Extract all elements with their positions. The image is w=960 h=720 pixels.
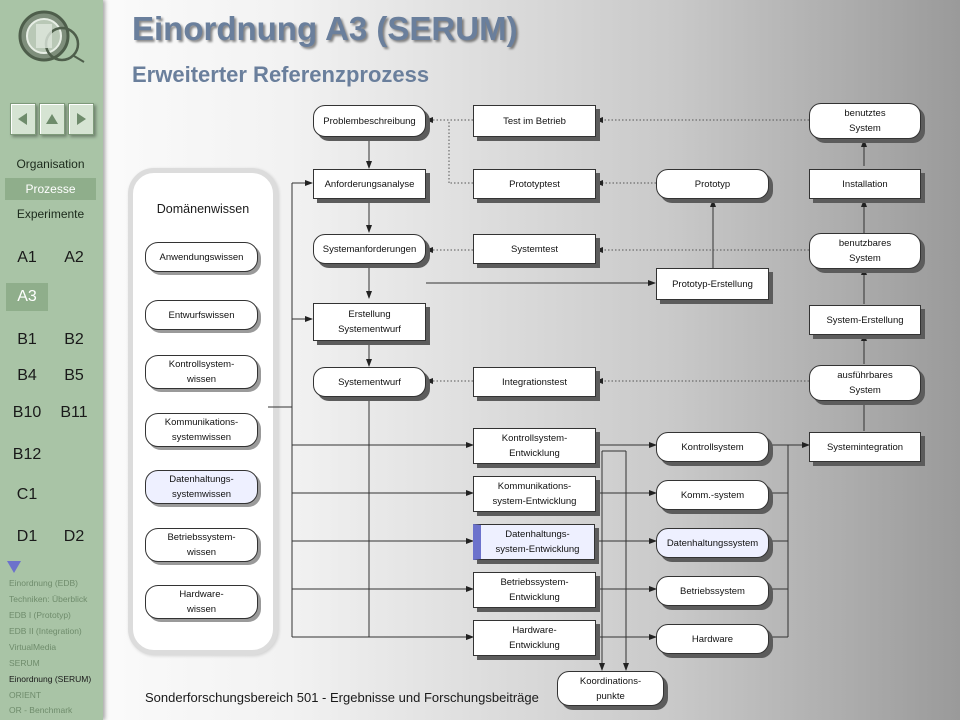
node-koordinationspunkte: Koordinations- punkte (557, 671, 664, 706)
project-a2[interactable]: A2 (64, 249, 84, 266)
node-benutzbares-system: benutzbares System (809, 233, 921, 269)
domain-item-anwendungswissen: Anwendungswissen (145, 242, 258, 272)
node-ausfuehrbares-system: ausführbares System (809, 365, 921, 401)
project-b12[interactable]: B12 (12, 446, 42, 463)
node-prototyptest: Prototyptest (473, 169, 596, 199)
node-hardware: Hardware (656, 624, 769, 654)
sfb-logo (18, 10, 85, 63)
node-hardware-entwicklung: Hardware- Entwicklung (473, 620, 596, 656)
sublink-einordnung-serum[interactable]: Einordnung (SERUM) (9, 674, 92, 684)
sublink-edb-1[interactable]: EDB I (Prototyp) (9, 610, 71, 620)
node-kommunikationssystem-entwicklung: Kommunikations- system-Entwicklung (473, 476, 596, 512)
node-systemintegration: Systemintegration (809, 432, 921, 462)
domain-item-datenhaltungssystemwissen: Datenhaltungs- systemwissen (145, 470, 258, 504)
node-test-im-betrieb: Test im Betrieb (473, 105, 596, 137)
prev-button[interactable] (10, 103, 36, 135)
triangle-down-icon[interactable] (6, 560, 22, 574)
domain-item-betriebssystemwissen: Betriebssystem- wissen (145, 528, 258, 562)
triangle-right-icon (77, 113, 86, 125)
node-systementwurf: Systementwurf (313, 367, 426, 397)
project-b11[interactable]: B11 (60, 404, 88, 421)
sublink-orient[interactable]: ORIENT (9, 690, 42, 700)
project-b2[interactable]: B2 (64, 331, 84, 348)
nav-experimente[interactable]: Experimente (16, 207, 85, 221)
node-datenhaltungssystem-entwicklung: Datenhaltungs- system-Entwicklung (473, 524, 595, 560)
node-problembeschreibung: Problembeschreibung (313, 105, 426, 137)
nav-organisation[interactable]: Organisation (16, 157, 85, 171)
next-button[interactable] (68, 103, 94, 135)
sublink-einordnung-edb[interactable]: Einordnung (EDB) (9, 578, 78, 588)
node-betriebssystem: Betriebssystem (656, 576, 769, 606)
page-subtitle: Erweiterter Referenzprozess (132, 62, 430, 87)
project-d2[interactable]: D2 (63, 528, 85, 545)
sublink-edb-2[interactable]: EDB II (Integration) (9, 626, 82, 636)
node-prototyp: Prototyp (656, 169, 769, 199)
triangle-up-icon (46, 114, 58, 124)
sublink-techniken[interactable]: Techniken: Überblick (9, 594, 88, 604)
triangle-left-icon (18, 113, 27, 125)
nav-prozesse[interactable]: Prozesse (5, 178, 96, 200)
node-anforderungsanalyse: Anforderungsanalyse (313, 169, 426, 199)
page-title: Einordnung A3 (SERUM) (132, 10, 518, 47)
domain-item-entwurfswissen: Entwurfswissen (145, 300, 258, 330)
project-b10[interactable]: B10 (12, 404, 42, 421)
node-erstellung-systementwurf: Erstellung Systementwurf (313, 303, 426, 341)
node-systemtest: Systemtest (473, 234, 596, 264)
node-system-erstellung: System-Erstellung (809, 305, 921, 335)
project-a1[interactable]: A1 (17, 249, 37, 266)
domain-item-kontrollsystemwissen: Kontrollsystem- wissen (145, 355, 258, 389)
sublink-virtualmedia[interactable]: VirtualMedia (9, 642, 57, 652)
node-benutztes-system: benutztes System (809, 103, 921, 139)
project-b1[interactable]: B1 (17, 331, 37, 348)
node-datenhaltungssystem: Datenhaltungssystem (656, 528, 769, 558)
node-komm-system: Komm.-system (656, 480, 769, 510)
node-integrationstest: Integrationstest (473, 367, 596, 397)
node-kontrollsystem-entwicklung: Kontrollsystem- Entwicklung (473, 428, 596, 464)
footer-text: Sonderforschungsbereich 501 - Ergebnisse… (145, 690, 539, 705)
project-b5[interactable]: B5 (64, 367, 84, 384)
node-prototyp-erstellung: Prototyp-Erstellung (656, 268, 769, 300)
project-a3[interactable]: A3 (6, 283, 48, 311)
node-installation: Installation (809, 169, 921, 199)
project-c1[interactable]: C1 (16, 486, 38, 503)
sublink-serum[interactable]: SERUM (9, 658, 40, 668)
sublink-or-benchmark[interactable]: OR - Benchmark (9, 705, 73, 715)
node-systemanforderungen: Systemanforderungen (313, 234, 426, 264)
project-b4[interactable]: B4 (17, 367, 37, 384)
node-kontrollsystem: Kontrollsystem (656, 432, 769, 462)
node-betriebssystem-entwicklung: Betriebssystem- Entwicklung (473, 572, 596, 608)
domain-item-hardwarewissen: Hardware- wissen (145, 585, 258, 619)
up-button[interactable] (39, 103, 65, 135)
project-d1[interactable]: D1 (16, 528, 38, 545)
domain-item-kommunikationssystemwissen: Kommunikations- systemwissen (145, 413, 258, 447)
domain-knowledge-title: Domänenwissen (156, 202, 250, 216)
sidebar: Organisation Prozesse Experimente A1 A2 … (0, 0, 103, 720)
